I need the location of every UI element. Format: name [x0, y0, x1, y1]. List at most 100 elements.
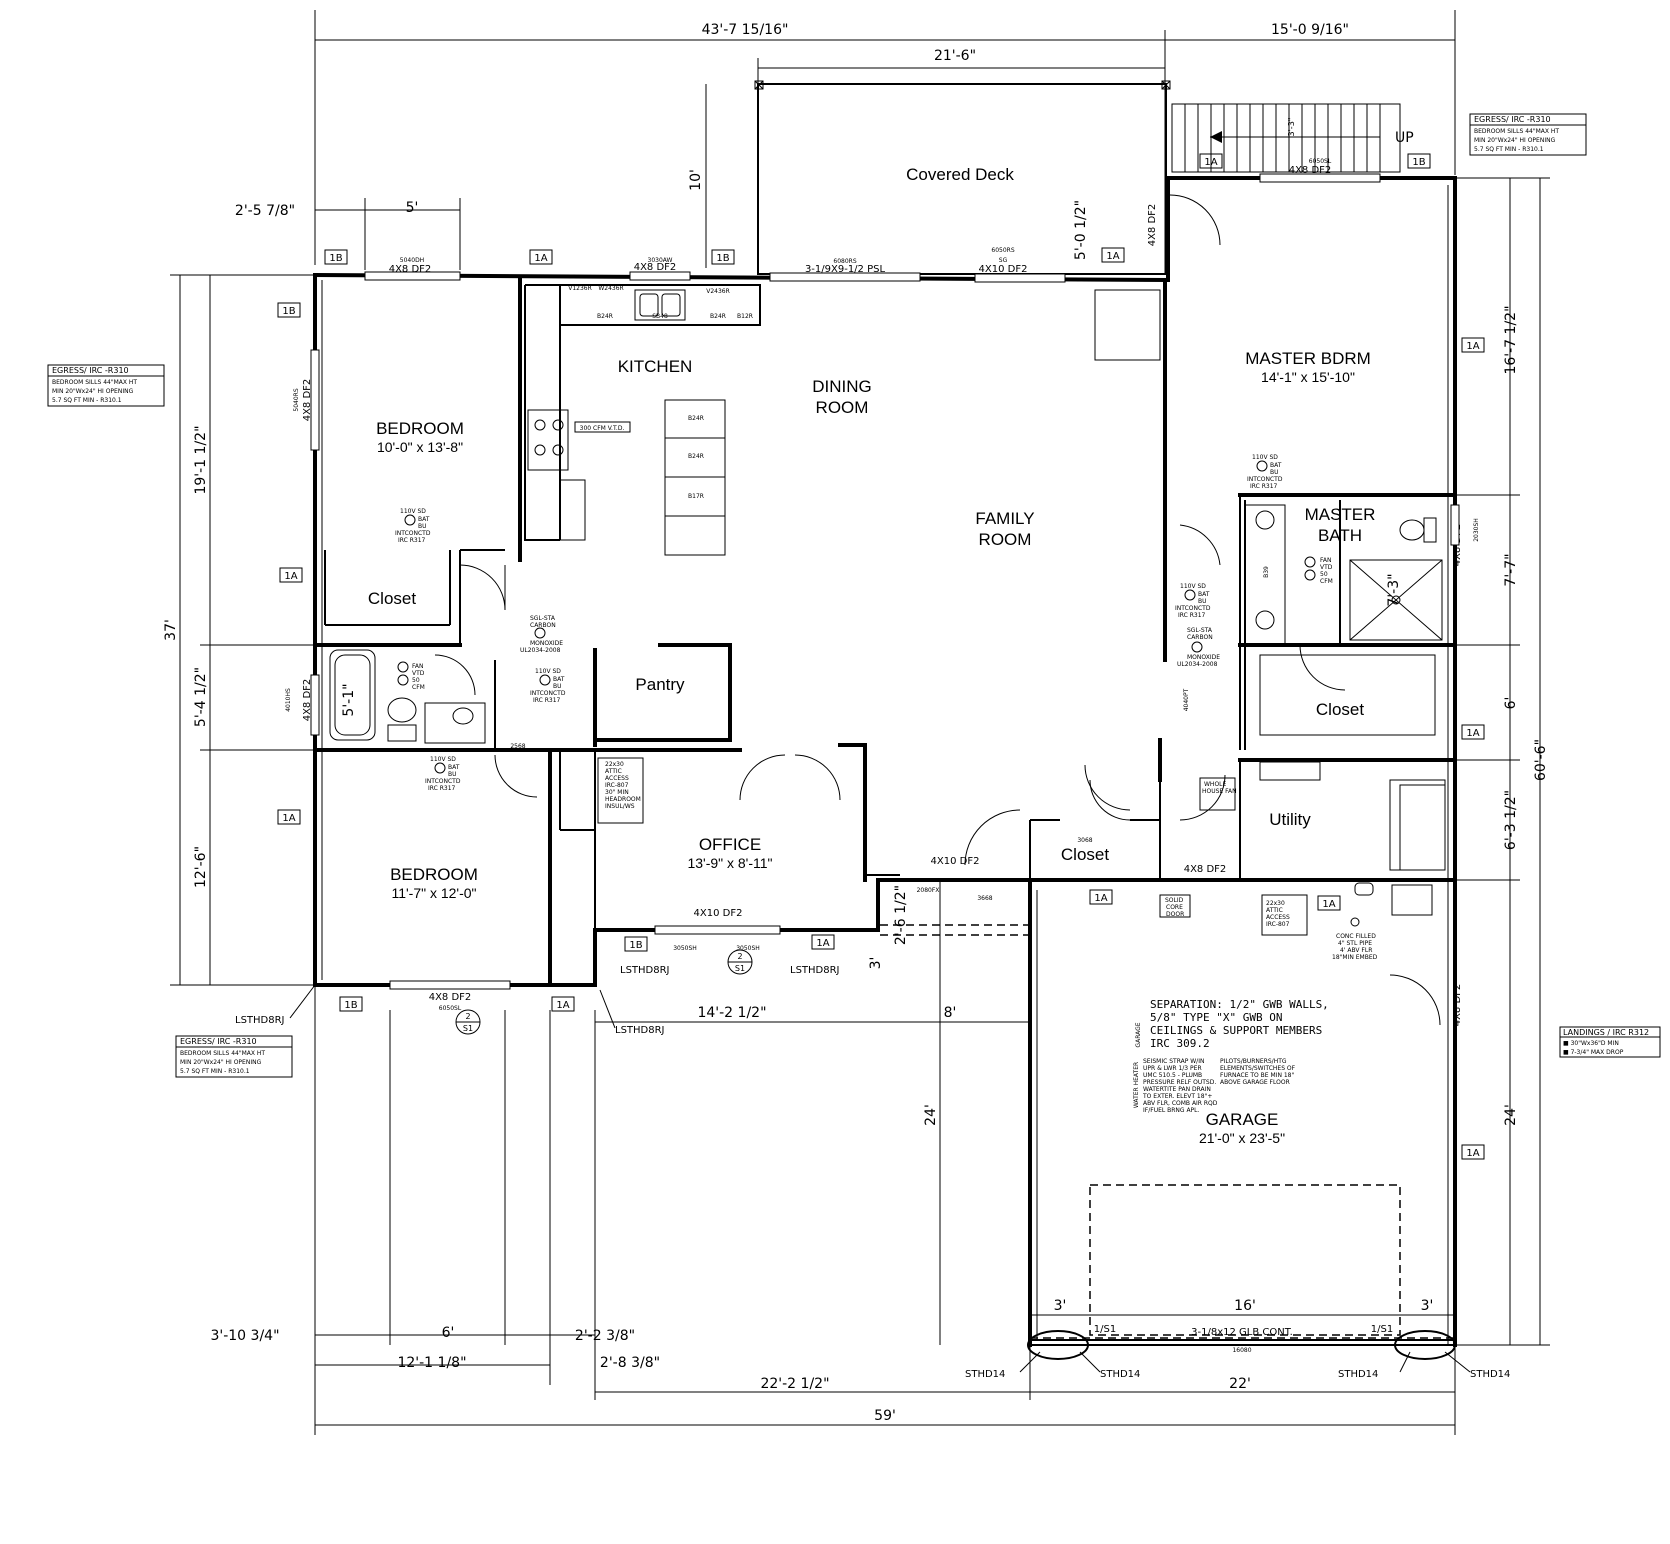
dim-bottom-1: 3'-10 3/4"	[210, 1328, 279, 1344]
label-master-bath-2: BATH	[1318, 526, 1362, 545]
size-master-bdrm: 14'-1" x 15'-10"	[1261, 369, 1355, 385]
window-6050sl: 6050SL	[439, 1005, 462, 1012]
dim-bottom-total: 59'	[874, 1408, 896, 1424]
smoke-detector-hall: 110V SD BAT BU INTCONCTD IRC R317	[530, 668, 566, 704]
dim-top-right: 15'-0 9/16"	[1271, 22, 1349, 38]
dim-tub: 5'-1"	[341, 683, 357, 716]
egress-line-3: 5.7 SQ FT MIN - R310.1	[1474, 146, 1544, 153]
label-kitchen: KITCHEN	[618, 357, 693, 376]
window-3030aw: 3030AW	[648, 257, 673, 264]
svg-text:SEISMIC STRAP W/IN: SEISMIC STRAP W/IN	[1143, 1058, 1204, 1065]
header-office-window: 4X10 DF2	[694, 908, 743, 919]
egress-line-3: 5.7 SQ FT MIN - R310.1	[180, 1068, 250, 1075]
tag-1a: 1A	[1461, 337, 1485, 353]
section-ref-left: 1/S1	[1094, 1324, 1116, 1335]
svg-text:BAT: BAT	[418, 516, 430, 523]
svg-text:1B: 1B	[282, 306, 295, 317]
strap-lsthd8rj: LSTHD8RJ	[790, 965, 840, 976]
garage-separation-note: GARAGE SEPARATION: 1/2" GWB WALLS, 5/8" …	[1135, 998, 1329, 1050]
svg-text:1B: 1B	[344, 1000, 357, 1011]
window-openings: 5040DH 3030AW 6080RS 6050RS SG 6050SL 30…	[285, 158, 1480, 1354]
wh-label: WATER HEATER	[1133, 1062, 1140, 1108]
svg-text:110V SD: 110V SD	[1180, 583, 1206, 590]
vent-label: 300 CFM V.T.D.	[580, 425, 625, 432]
bottom-dimensions: 3'-10 3/4" 6' 2'-2 3/8" 12'-1 1/8" 2'-8 …	[210, 985, 1456, 1435]
svg-text:BAT: BAT	[1270, 462, 1282, 469]
svg-text:HOUSE FAN: HOUSE FAN	[1202, 788, 1237, 795]
svg-text:BAT: BAT	[1198, 591, 1210, 598]
svg-text:IRC R317: IRC R317	[1250, 483, 1278, 490]
window-6050rs: 6050RS	[991, 247, 1014, 254]
svg-text:SEPARATION: 1/2" GWB WALLS,: SEPARATION: 1/2" GWB WALLS,	[1150, 998, 1329, 1011]
label-bedroom-2: BEDROOM	[390, 865, 478, 884]
section-num: 2	[737, 952, 742, 961]
svg-text:1A: 1A	[816, 938, 829, 949]
label-closet-1: Closet	[368, 589, 416, 608]
svg-text:1A: 1A	[284, 571, 297, 582]
strap-sthd14: STHD14	[1470, 1369, 1510, 1380]
dim-top-left: 43'-7 15/16"	[702, 22, 789, 38]
middle-dimensions: 14'-2 1/2" 8' 24' 2'-6 1/2" 3'	[595, 880, 1030, 1345]
tag-1b: 1B	[339, 996, 363, 1012]
bath-fan: FAN VTD 50 CFM	[397, 661, 425, 691]
sep-label: GARAGE	[1135, 1022, 1142, 1047]
cab-sb48: SB48	[652, 313, 668, 320]
master-bath-fixtures: B39	[1244, 504, 1446, 871]
svg-text:IF/FUEL BRNG APL.: IF/FUEL BRNG APL.	[1143, 1107, 1200, 1114]
svg-text:50: 50	[412, 677, 420, 684]
dim-mid-4: 2'-6 1/2"	[893, 885, 909, 945]
smoke-detector-bed1: 110V SD BAT BU INTCONCTD IRC R317	[395, 508, 431, 544]
strap-sthd14: STHD14	[1100, 1369, 1140, 1380]
tag-1b: 1B	[324, 249, 348, 265]
tag-1a: 1A	[1317, 895, 1341, 911]
solid-core-door: SOLID CORE DOOR	[1159, 894, 1191, 918]
svg-text:IRC 309.2: IRC 309.2	[1150, 1037, 1210, 1050]
dim-left-1: 19'-1 1/2"	[193, 425, 209, 494]
smoke-detector-bed2: 110V SD BAT BU INTCONCTD IRC R317	[425, 756, 461, 792]
svg-text:HEADROOM: HEADROOM	[605, 796, 641, 803]
size-bedroom-2: 11'-7" x 12'-0"	[391, 885, 476, 901]
dim-mid-5: 3'	[868, 957, 884, 970]
cab-b24r-2: B24R	[710, 313, 726, 320]
svg-text:50: 50	[1320, 571, 1328, 578]
door-swings	[434, 194, 1441, 1026]
svg-text:IRC R317: IRC R317	[533, 697, 561, 704]
svg-text:MONOXIDE: MONOXIDE	[1187, 654, 1220, 661]
strap-lsthd8rj: LSTHD8RJ	[235, 1015, 285, 1026]
strap-sthd14: STHD14	[965, 1369, 1005, 1380]
label-closet-3: Closet	[1061, 845, 1109, 864]
header-stair: 4X8 DF2	[1289, 165, 1332, 176]
svg-text:INSUL/WS: INSUL/WS	[605, 803, 635, 810]
dim-deck-gap: 5'-0 1/2"	[1073, 200, 1089, 260]
cab-b24r-3: B24R	[688, 415, 704, 422]
svg-text:BU: BU	[1198, 598, 1207, 605]
egress-title: EGRESS/ IRC -R310	[1474, 115, 1551, 124]
dim-left-2: 5'-4 1/2"	[193, 667, 209, 727]
tag-1a: 1A	[551, 996, 575, 1012]
landing-line-2: ■ 7-3/4" MAX DROP	[1563, 1049, 1624, 1056]
svg-text:110V SD: 110V SD	[400, 508, 426, 515]
header-slider: 3-1/9X9-1/2 PSL	[805, 264, 886, 275]
svg-text:WATERTITE PAN DRAIN: WATERTITE PAN DRAIN	[1143, 1086, 1211, 1093]
section-markers: 2 S1 2 S1	[455, 949, 753, 1035]
egress-note-right: EGRESS/ IRC -R310 BEDROOM SILLS 44"MAX H…	[1469, 113, 1587, 156]
svg-text:BAT: BAT	[448, 764, 460, 771]
label-utility: Utility	[1269, 810, 1311, 829]
egress-line-2: MIN 20"Wx24" HI OPENING	[180, 1059, 262, 1066]
header-entry: 4X10 DF2	[931, 856, 980, 867]
size-garage: 21'-0" x 23'-5"	[1199, 1130, 1285, 1146]
svg-text:VTD: VTD	[1320, 564, 1333, 571]
svg-text:CFM: CFM	[1320, 578, 1333, 585]
dim-mid-3: 24'	[923, 1104, 939, 1126]
header-garage-door: 4X8 DF2	[1452, 984, 1463, 1027]
egress-note-left: EGRESS/ IRC -R310 BEDROOM SILLS 44"MAX H…	[47, 364, 165, 407]
tag-1b: 1B	[624, 936, 648, 952]
svg-text:SGL-STA: SGL-STA	[1187, 627, 1213, 634]
strap-sthd14: STHD14	[1338, 1369, 1378, 1380]
dim-deck-depth: 10'	[688, 169, 704, 191]
cab-b12r: B12R	[737, 313, 753, 320]
header-kitchen-window: 4X8 DF2	[634, 262, 677, 273]
svg-text:WHOLE: WHOLE	[1204, 781, 1227, 788]
svg-text:ELEMENTS/SWITCHES OF: ELEMENTS/SWITCHES OF	[1220, 1065, 1296, 1072]
svg-text:BU: BU	[1270, 469, 1279, 476]
